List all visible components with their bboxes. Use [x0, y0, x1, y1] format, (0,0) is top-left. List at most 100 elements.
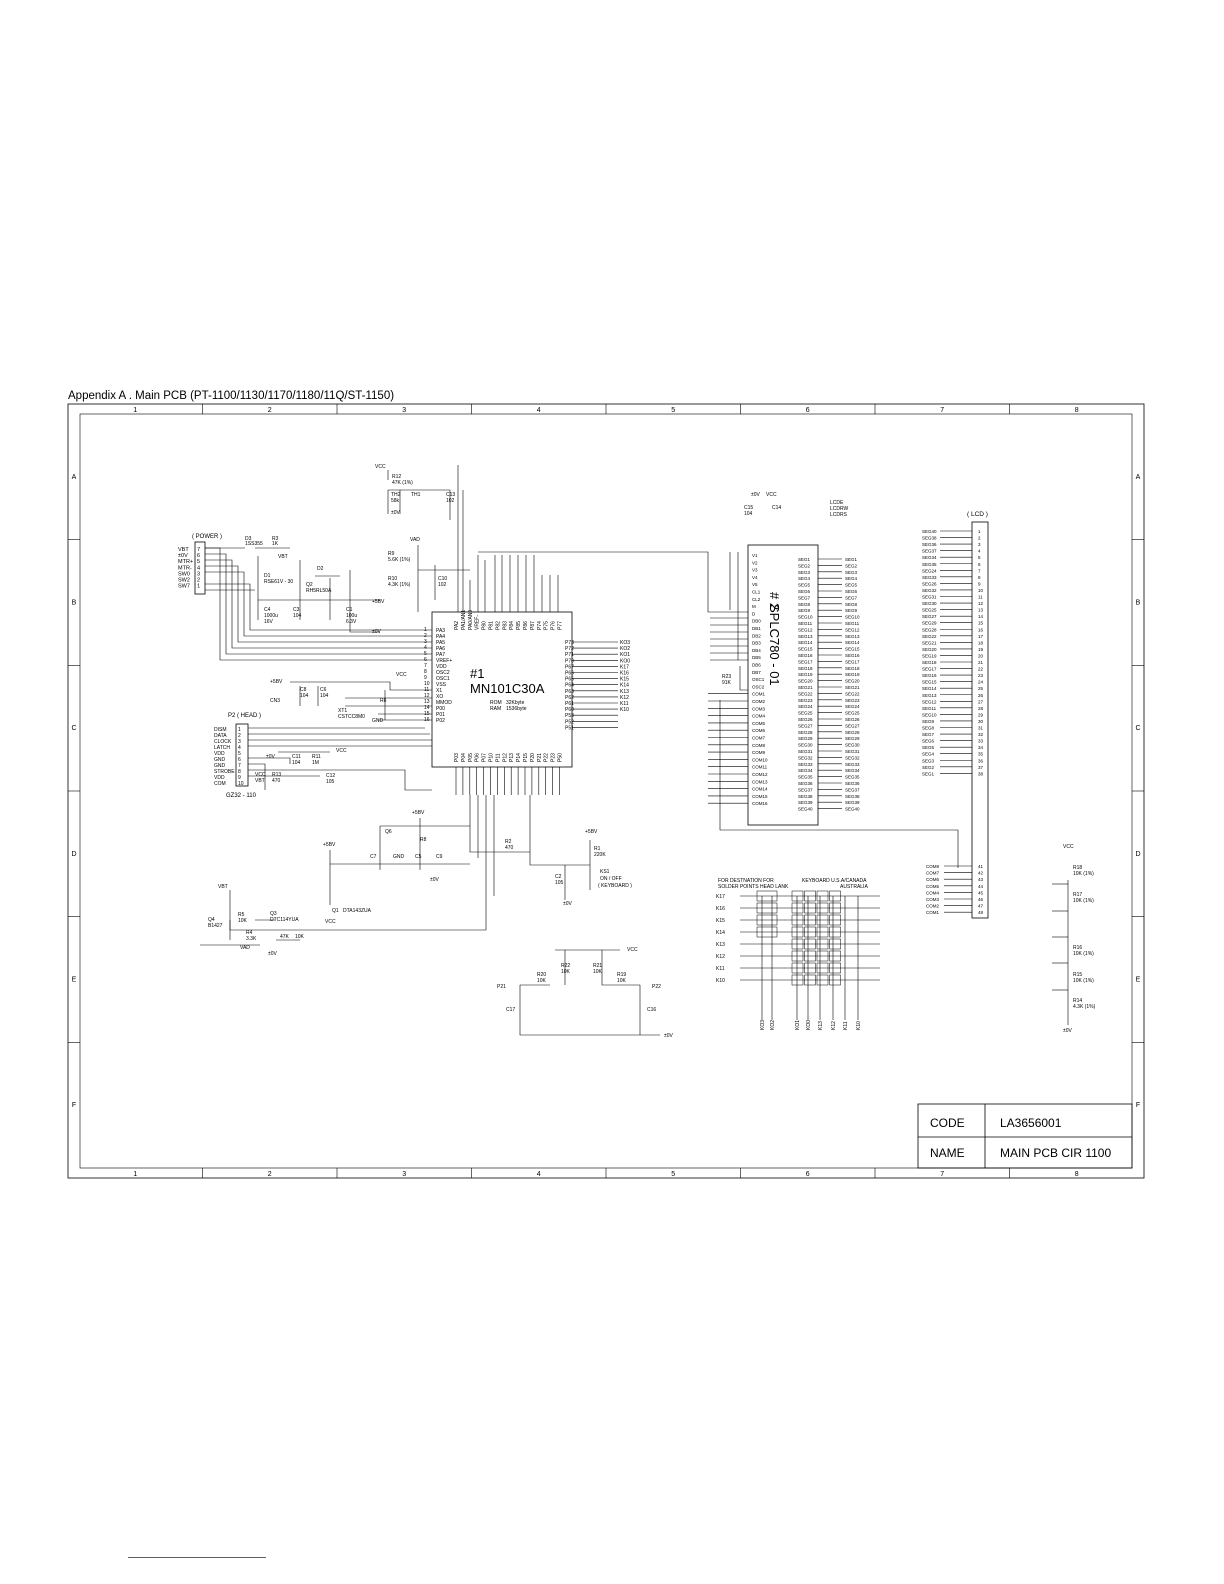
ic1-pin-label: P83: [502, 621, 508, 630]
p21-label: P21: [497, 984, 506, 990]
lcd-seg-net: SEG14: [922, 686, 937, 691]
head-pin-label: LATCH: [214, 745, 230, 751]
page-title: Appendix A . Main PCB (PT-1100/1130/1170…: [68, 390, 395, 402]
gnd-label-5: ±0V: [563, 901, 573, 907]
d2-ref: D2: [317, 566, 324, 572]
vcc-label-5: VCC: [325, 919, 336, 925]
r20-ref: R20: [537, 972, 546, 978]
lcd-pin-number: 29: [978, 712, 984, 717]
lcd-seg-net: SEG11: [922, 706, 937, 711]
ic2-seg-net: SEG28: [845, 730, 860, 735]
lcd-com-net: COM2: [926, 904, 939, 909]
ic2-seg-net: SEG2: [845, 563, 858, 568]
kb-col-net: KO1: [795, 1020, 801, 1030]
q1-ref: Q1: [332, 908, 339, 914]
ic2-pin-label: COM1: [752, 692, 765, 697]
lcd-seg-net: SEG32: [922, 588, 937, 593]
vcc-label-3: VCC: [336, 748, 347, 754]
lcd-pin-number: 35: [978, 752, 984, 757]
r1-ref: R1: [594, 846, 601, 852]
vbt-label: VBT: [278, 554, 288, 560]
p5v-label-1: +5BV: [372, 599, 385, 605]
q4-value: B1427: [208, 923, 223, 929]
c17-ref: C17: [506, 1007, 515, 1013]
ic2-pin-label: COM6: [752, 728, 765, 733]
kb-row-net: K13: [716, 942, 725, 948]
c16-ref: C16: [647, 1007, 656, 1013]
ic1-net-label: KO0: [620, 658, 630, 664]
ic1-pin-label: PA4: [436, 634, 445, 640]
r15-ref: R15: [1073, 972, 1082, 978]
ic1-pin-label: P51: [565, 725, 574, 731]
lcd-com-net: COM8: [926, 864, 939, 869]
ic1-pin-label: P76: [551, 621, 557, 630]
frame-col-bottom: 1: [133, 1171, 137, 1178]
q6-ref: Q6: [385, 829, 392, 835]
c6-ref: C6: [320, 687, 327, 693]
lcd-pin-number: 9: [978, 581, 981, 586]
c1-ref: C1: [346, 607, 353, 613]
ic2-seg-pin: SEG20: [798, 679, 813, 684]
key-cell: [791, 926, 804, 938]
head-pin-label: DISM: [214, 727, 227, 733]
ic2-seg-net: SEG24: [845, 704, 860, 709]
kb-col-net: K12: [831, 1021, 837, 1030]
ic1-pin-label: P72: [565, 646, 574, 652]
r23-value: 91K: [722, 680, 732, 686]
lcd-pin-number: 27: [978, 699, 984, 704]
frame-col-top: 1: [133, 407, 137, 414]
r14-value: 4.3K (1%): [1073, 1004, 1096, 1010]
ic1-pin-number: 15: [424, 711, 430, 717]
lcd-com-net: COM3: [926, 897, 939, 902]
ic1-part: MN101C30A: [470, 681, 545, 696]
frame-col-top: 4: [537, 407, 541, 414]
lcd-seg-net: SEG27: [922, 614, 937, 619]
ic1-net-label: KO1: [620, 652, 630, 658]
head-pin-number: 3: [238, 739, 241, 745]
ic1-pin-label: P82: [495, 621, 501, 630]
lcd-pin-number: 21: [978, 660, 984, 665]
ic1-pin-number: 5: [424, 651, 427, 657]
ic2-seg-pin: SEG27: [798, 723, 813, 728]
ic1-pin-label: P75: [544, 621, 550, 630]
lcd-seg-net: SEG4: [922, 752, 935, 757]
key-cell: [816, 974, 829, 986]
ic2-pin-label: COM12: [752, 772, 768, 777]
c13-value: 102: [446, 498, 455, 504]
r11-ref: R11: [312, 754, 321, 760]
frame-col-top: 3: [402, 407, 406, 414]
lcd-pin-number: 6: [978, 562, 981, 567]
lcd-seg-net: SEG3: [922, 758, 935, 763]
key-cell: [816, 926, 829, 938]
ic1-pin-label: P22: [544, 753, 550, 762]
r3-value: 1K: [272, 541, 279, 547]
lcd-pin-number: 10: [978, 588, 984, 593]
frame-col-bottom: 2: [268, 1171, 272, 1178]
lcd-seg-net: SEG38: [922, 536, 937, 541]
ic2-pin-label: COM9: [752, 750, 765, 755]
head-pin-label: GND: [214, 763, 226, 769]
r9-value: 5.6K (1%): [388, 557, 411, 563]
lcd-pin-number: 17: [978, 634, 984, 639]
r6-ref: R6: [380, 698, 387, 704]
vcc-label-7: VCC: [766, 492, 777, 498]
power-pin-label: ±0V: [178, 553, 188, 559]
ic2-seg-net: SEG17: [845, 659, 860, 664]
c11-value: 104: [292, 760, 301, 766]
ic1-pin-label: P67: [565, 664, 574, 670]
ic1-pin-number: 9: [424, 675, 427, 681]
ic2-seg-net: SEG14: [845, 640, 860, 645]
head-pin-number: 9: [238, 775, 241, 781]
key-cell: [756, 902, 778, 914]
q4-ref: Q4: [208, 917, 215, 923]
cn3-label: CN3: [270, 698, 280, 704]
ic1-pin-number: 7: [424, 663, 427, 669]
r17-ref: R17: [1073, 892, 1082, 898]
ic2-seg-net: SEG21: [845, 685, 860, 690]
ic1-pin-label: P63: [565, 689, 574, 695]
ic1-pin-label: P10: [489, 753, 495, 762]
ic1-pin-label: P06: [475, 753, 481, 762]
lcd-seg-net: SEG29: [922, 621, 937, 626]
lcd-seg-net: SEG31: [922, 595, 937, 600]
name-label: NAME: [930, 1146, 965, 1160]
